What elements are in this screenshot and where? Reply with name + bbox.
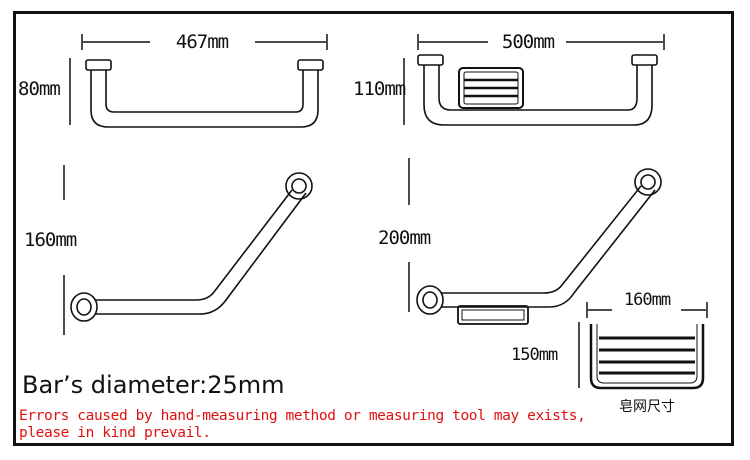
soap-net-size-caption: 皂网尺寸 bbox=[619, 399, 675, 415]
soap-net-detail bbox=[589, 324, 705, 390]
bar2-grab-bar bbox=[417, 54, 658, 126]
soap-width-dimension bbox=[586, 302, 708, 318]
diagram-frame bbox=[13, 11, 734, 446]
bar-diameter-text: Bar’s diameter:25mm bbox=[22, 371, 285, 399]
bar2-soap-net bbox=[458, 67, 524, 109]
bar1-grab-bar bbox=[85, 59, 324, 128]
bar4-grab-bar bbox=[416, 168, 662, 315]
bar2-width-label: 500mm bbox=[502, 31, 555, 53]
bar2-dimension-width bbox=[417, 34, 665, 50]
bar3-height-label: 160mm bbox=[24, 229, 77, 251]
soap-width-label: 160mm bbox=[624, 290, 671, 310]
bar1-dimension-width bbox=[81, 34, 328, 50]
disclaimer-line-1: Errors caused by hand-measuring method o… bbox=[19, 408, 586, 424]
soap-height-label: 150mm bbox=[511, 345, 558, 365]
disclaimer-line-2: please in kind prevail. bbox=[19, 425, 211, 441]
bar1-width-label: 467mm bbox=[176, 31, 229, 53]
bar4-height-label: 200mm bbox=[378, 227, 431, 249]
bar1-height-label: 80mm bbox=[18, 78, 60, 100]
bar2-height-label: 110mm bbox=[353, 78, 406, 100]
bar4-soap-net bbox=[457, 305, 529, 325]
bar3-grab-bar bbox=[70, 172, 313, 322]
